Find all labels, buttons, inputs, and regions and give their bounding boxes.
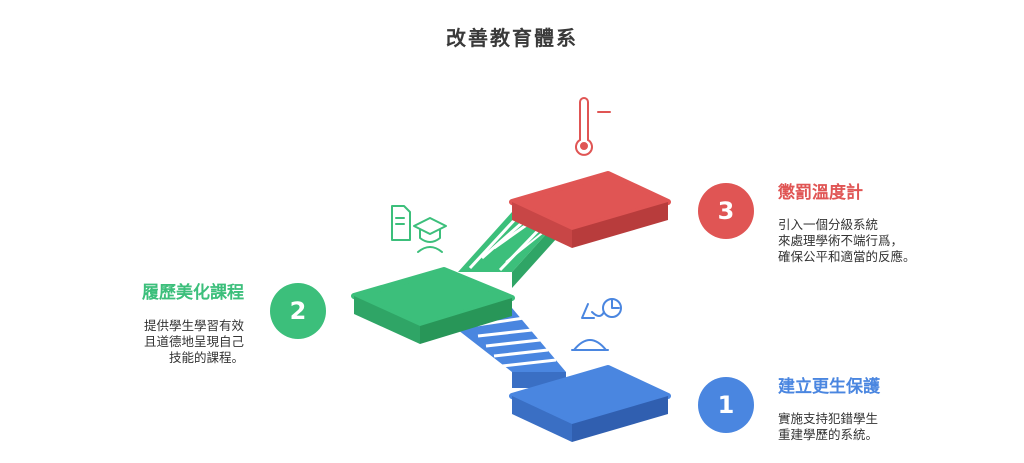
- student-growth-icon: [571, 298, 622, 351]
- thermometer-icon: [575, 97, 611, 156]
- step-2-title: 履歷美化課程: [142, 283, 244, 303]
- step-3-desc-line: 確保公平和適當的反應。: [778, 249, 916, 264]
- platform-1: [509, 365, 671, 442]
- step-1-desc-line: 重建學歷的系統。: [778, 427, 879, 442]
- platform-2: [351, 267, 515, 344]
- step-3-description: 引入一個分級系統 來處理學術不端行爲， 確保公平和適當的反應。: [778, 217, 916, 265]
- step-1-desc-line: 實施支持犯錯學生: [778, 411, 879, 426]
- step-2-description: 提供學生學習有效 且道德地呈現自己 技能的課程。: [144, 318, 244, 366]
- graduate-resume-icon: [391, 205, 447, 253]
- platform-3: [509, 171, 671, 248]
- step-1-badge: 1: [698, 377, 754, 433]
- step-3-badge: 3: [698, 183, 754, 239]
- diagram-title: 改善教育體系: [446, 26, 578, 50]
- step-2-desc-line: 且道德地呈現自己: [143, 334, 244, 349]
- step-3-desc-line: 引入一個分級系統: [778, 217, 879, 232]
- step-2-desc-line: 技能的課程。: [168, 350, 244, 365]
- step-1-description: 實施支持犯錯學生 重建學歷的系統。: [778, 411, 878, 443]
- step-3-title: 懲罰溫度計: [778, 183, 863, 203]
- step-3-desc-line: 來處理學術不端行爲，: [778, 233, 904, 248]
- step-2-badge: 2: [270, 283, 326, 339]
- step-2-desc-line: 提供學生學習有效: [143, 318, 244, 333]
- step-1-title: 建立更生保護: [778, 377, 880, 397]
